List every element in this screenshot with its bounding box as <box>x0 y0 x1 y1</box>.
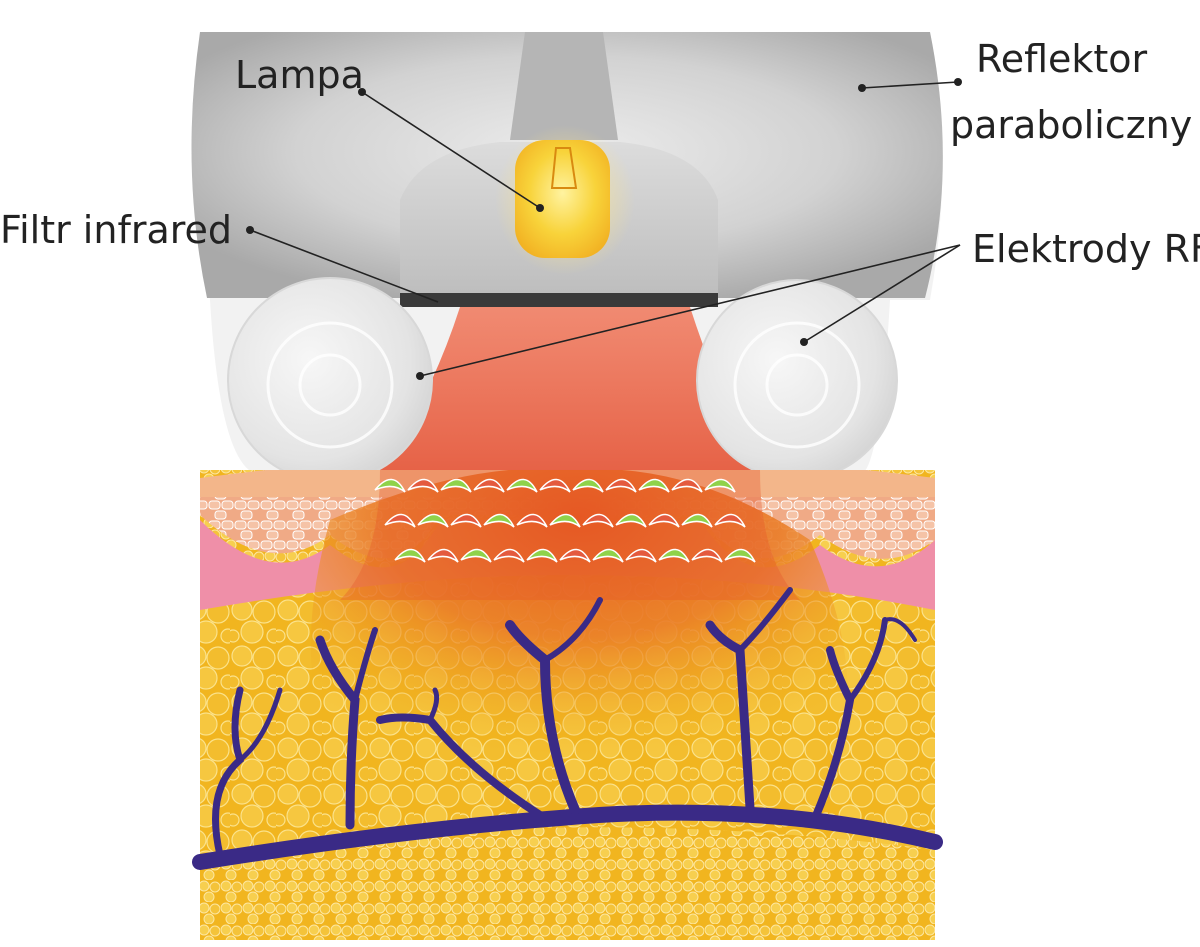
collagen-fibre <box>671 478 703 493</box>
collagen-fibres <box>374 478 756 563</box>
label-filter: Filtr infrared <box>0 208 232 252</box>
collagen-fibre <box>473 478 505 493</box>
callout-filter: Filtr infrared <box>0 208 439 303</box>
collagen-fibre <box>638 478 670 493</box>
label-reflector-line1: Reflektor <box>976 37 1148 81</box>
collagen-fibre <box>559 548 591 563</box>
collagen-fibre <box>427 548 459 563</box>
collagen-fibre <box>483 513 515 528</box>
label-lamp: Lampa <box>235 53 364 97</box>
collagen-fibre <box>605 478 637 493</box>
lamp <box>495 125 635 275</box>
callout-electrodes: Elektrody RF <box>416 227 1200 380</box>
collagen-fibre <box>549 513 581 528</box>
collagen-fibre <box>539 478 571 493</box>
infrared-beam <box>380 307 760 470</box>
collagen-fibre <box>572 478 604 493</box>
collagen-fibre <box>526 548 558 563</box>
collagen-fibre <box>374 478 406 493</box>
collagen-fibre <box>407 478 439 493</box>
collagen-fibre <box>506 478 538 493</box>
collagen-fibre <box>615 513 647 528</box>
collagen-fibre <box>658 548 690 563</box>
callout-lamp: Lampa <box>235 53 544 212</box>
collagen-fibre <box>582 513 614 528</box>
collagen-fibre <box>450 513 482 528</box>
collagen-fibre <box>648 513 680 528</box>
blood-vessels <box>192 587 943 870</box>
collagen-fibre <box>417 513 449 528</box>
rf-electrode-right <box>696 279 898 481</box>
rf-electrode-left <box>227 277 433 483</box>
collagen-fibre <box>625 548 657 563</box>
collagen-fibre <box>394 548 426 563</box>
infrared-filter <box>400 293 718 307</box>
collagen-fibre <box>493 548 525 563</box>
collagen-fibre <box>516 513 548 528</box>
collagen-fibre <box>460 548 492 563</box>
collagen-fibre <box>691 548 723 563</box>
collagen-fibre <box>724 548 756 563</box>
collagen-fibre <box>681 513 713 528</box>
collagen-fibre <box>384 513 416 528</box>
label-electrodes: Elektrody RF <box>972 227 1200 271</box>
collagen-fibre <box>714 513 746 528</box>
collagen-fibre <box>592 548 624 563</box>
collagen-fibre <box>704 478 736 493</box>
collagen-fibre <box>440 478 472 493</box>
label-reflector-line2: paraboliczny <box>950 103 1192 147</box>
skin-tissue <box>200 470 935 940</box>
callout-reflector: Reflektor paraboliczny <box>858 37 1192 147</box>
